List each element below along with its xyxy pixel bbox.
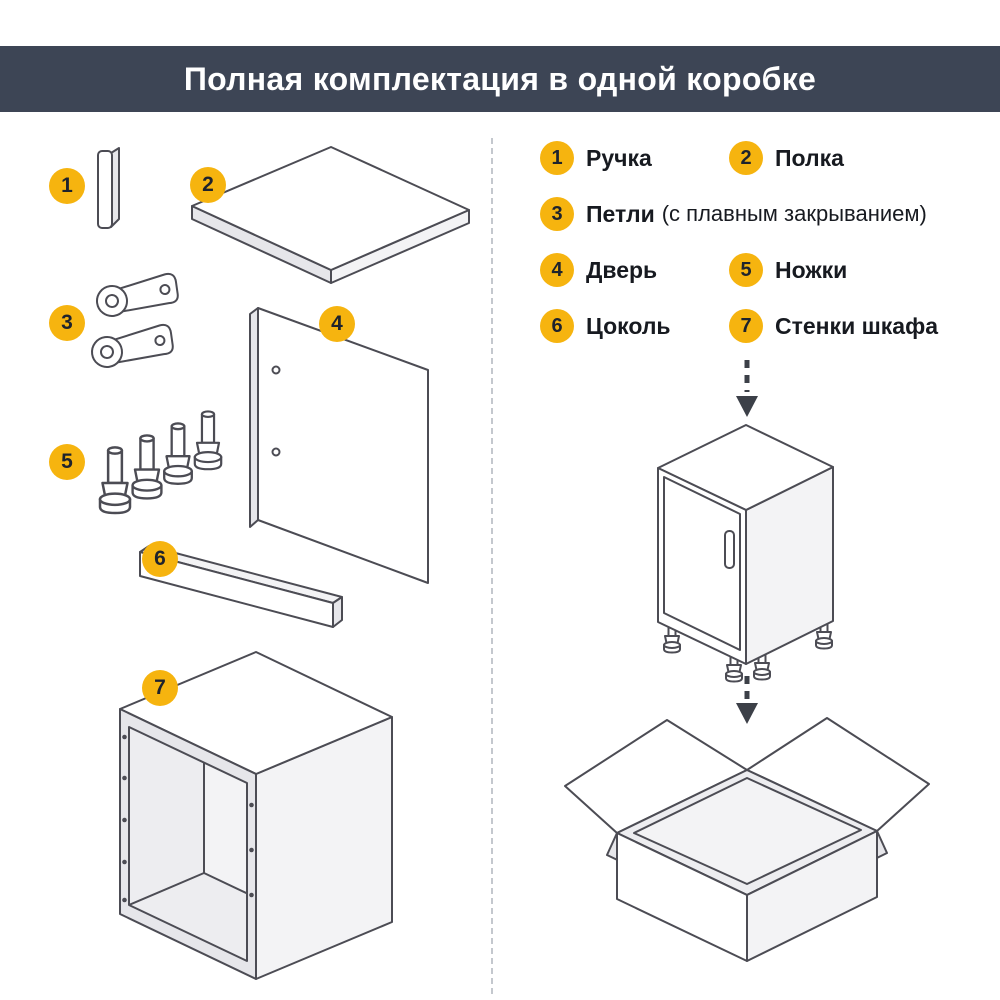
part-badge-4: 4 xyxy=(319,306,355,342)
legend-label: Ручка xyxy=(586,144,652,171)
column-divider xyxy=(491,138,493,994)
legend-badge-2: 2 xyxy=(729,141,763,175)
legend-note: (с плавным закрыванием) xyxy=(661,201,927,226)
legend-label: Стенки шкафа xyxy=(775,312,938,339)
legend-item-hinges: 3 Петли (с плавным закрыванием) xyxy=(540,197,927,231)
door-illustration xyxy=(249,307,429,584)
part-badge-7: 7 xyxy=(142,670,178,706)
legend-badge-5: 5 xyxy=(729,253,763,287)
header-banner: Полная комплектация в одной коробке xyxy=(0,46,1000,112)
carcass-illustration xyxy=(119,651,393,980)
legend-badge-1: 1 xyxy=(540,141,574,175)
part-badge-5: 5 xyxy=(49,444,85,480)
legend-item-plinth: 6 Цоколь xyxy=(540,309,671,343)
arrow-down-icon xyxy=(736,360,758,417)
legend-item-door: 4 Дверь xyxy=(540,253,657,287)
legend-label: Петли xyxy=(586,200,655,227)
assembled-cabinet-illustration xyxy=(657,424,834,683)
arrow-down-icon xyxy=(736,676,758,724)
legend-label: Дверь xyxy=(586,256,658,283)
part-badge-3: 3 xyxy=(49,305,85,341)
open-box-illustration xyxy=(564,717,930,962)
plinth-illustration xyxy=(139,545,343,628)
legend-item-walls: 7 Стенки шкафа xyxy=(729,309,938,343)
part-badge-1: 1 xyxy=(49,168,85,204)
part-badge-6: 6 xyxy=(142,541,178,577)
legend-label: Ножки xyxy=(775,256,848,283)
legend-badge-4: 4 xyxy=(540,253,574,287)
legend-badge-7: 7 xyxy=(729,309,763,343)
page-title: Полная комплектация в одной коробке xyxy=(183,60,817,97)
legs-illustration xyxy=(98,410,223,515)
part-badge-2: 2 xyxy=(190,167,226,203)
legend-item-handle: 1 Ручка xyxy=(540,141,652,175)
legend-item-legs: 5 Ножки xyxy=(729,253,847,287)
legend-label: Цоколь xyxy=(586,312,671,339)
cabinet-handle-art xyxy=(724,530,735,569)
legend-label: Полка xyxy=(775,144,844,171)
shelf-illustration xyxy=(191,146,470,284)
legend-badge-3: 3 xyxy=(540,197,574,231)
handle-illustration xyxy=(97,147,120,229)
legend-item-shelf: 2 Полка xyxy=(729,141,844,175)
hinges-illustration xyxy=(88,271,181,370)
legend-badge-6: 6 xyxy=(540,309,574,343)
